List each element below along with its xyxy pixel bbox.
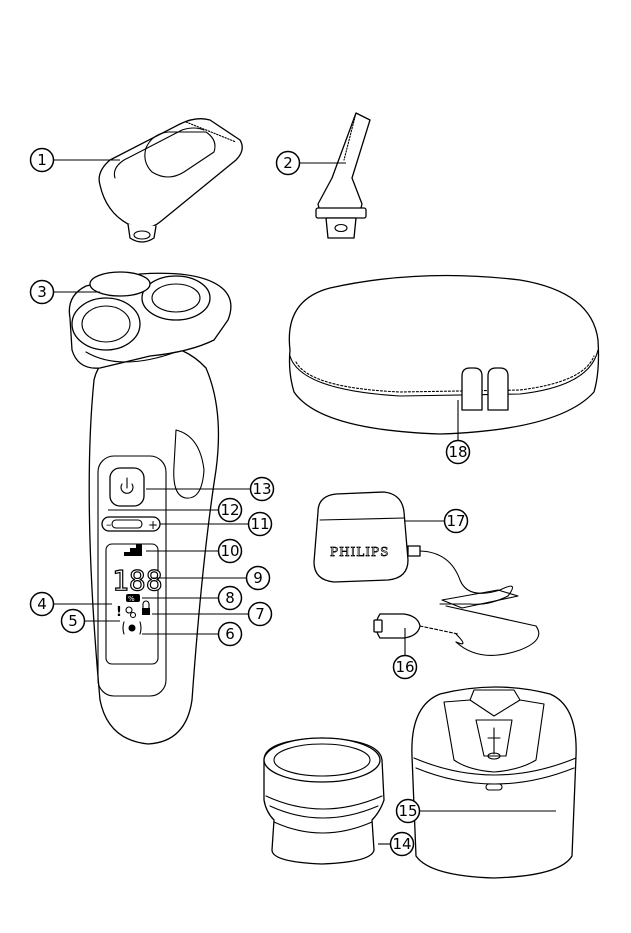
svg-text:12: 12 [220,501,239,519]
svg-text:17: 17 [446,512,465,530]
svg-text:8: 8 [225,589,235,607]
cleaning-pod [264,738,384,864]
shaver-handle [89,345,218,744]
callout-3: 3 [31,281,54,304]
callout-6: 6 [219,623,242,646]
svg-text:18: 18 [448,443,467,461]
svg-text:14: 14 [392,835,411,853]
svg-text:13: 13 [252,480,271,498]
callout-10: 10 [219,540,242,563]
svg-text:11: 11 [250,515,269,533]
callout-5: 5 [62,610,85,633]
callout-18: 18 [447,441,470,464]
svg-text:5: 5 [68,612,78,630]
adapter-brand-label: PHILIPS [330,545,389,559]
display-digits: 188 [112,564,163,597]
percent-symbol: % [128,595,135,603]
callout-2: 2 [277,152,300,175]
svg-text:6: 6 [225,625,235,643]
minus-symbol: – [106,518,112,531]
travel-case [289,276,598,435]
zipper-pull-right [488,368,508,410]
lock-icon [142,608,150,615]
callout-17: 17 [445,510,468,533]
svg-text:1: 1 [37,151,47,169]
cleaning-station [412,687,576,878]
callout-1: 1 [31,149,54,172]
svg-text:10: 10 [220,542,239,560]
svg-text:3: 3 [37,283,47,301]
svg-text:16: 16 [395,658,414,676]
callout-9: 9 [247,567,270,590]
svg-text:7: 7 [255,605,265,623]
callout-11: 11 [249,513,272,536]
appliance-plug [374,614,463,644]
callout-13: 13 [251,478,274,501]
callout-7: 7 [249,603,272,626]
shaving-head [69,272,231,368]
callout-12: 12 [219,499,242,522]
callout-8: 8 [219,587,242,610]
plus-symbol: + [148,518,158,532]
trimmer-attachment [99,119,242,242]
callout-16: 16 [394,656,417,679]
svg-text:2: 2 [283,154,293,172]
power-adapter: PHILIPS [314,492,539,655]
nose-trimmer-attachment [316,113,370,238]
callout-4: 4 [31,593,54,616]
warning-icon: ! [116,605,122,620]
zipper-pull-left [462,368,482,410]
callout-14: 14 [391,833,414,856]
callout-15: 15 [397,800,420,823]
svg-text:15: 15 [398,802,417,820]
svg-text:4: 4 [37,595,47,613]
svg-text:9: 9 [253,569,263,587]
